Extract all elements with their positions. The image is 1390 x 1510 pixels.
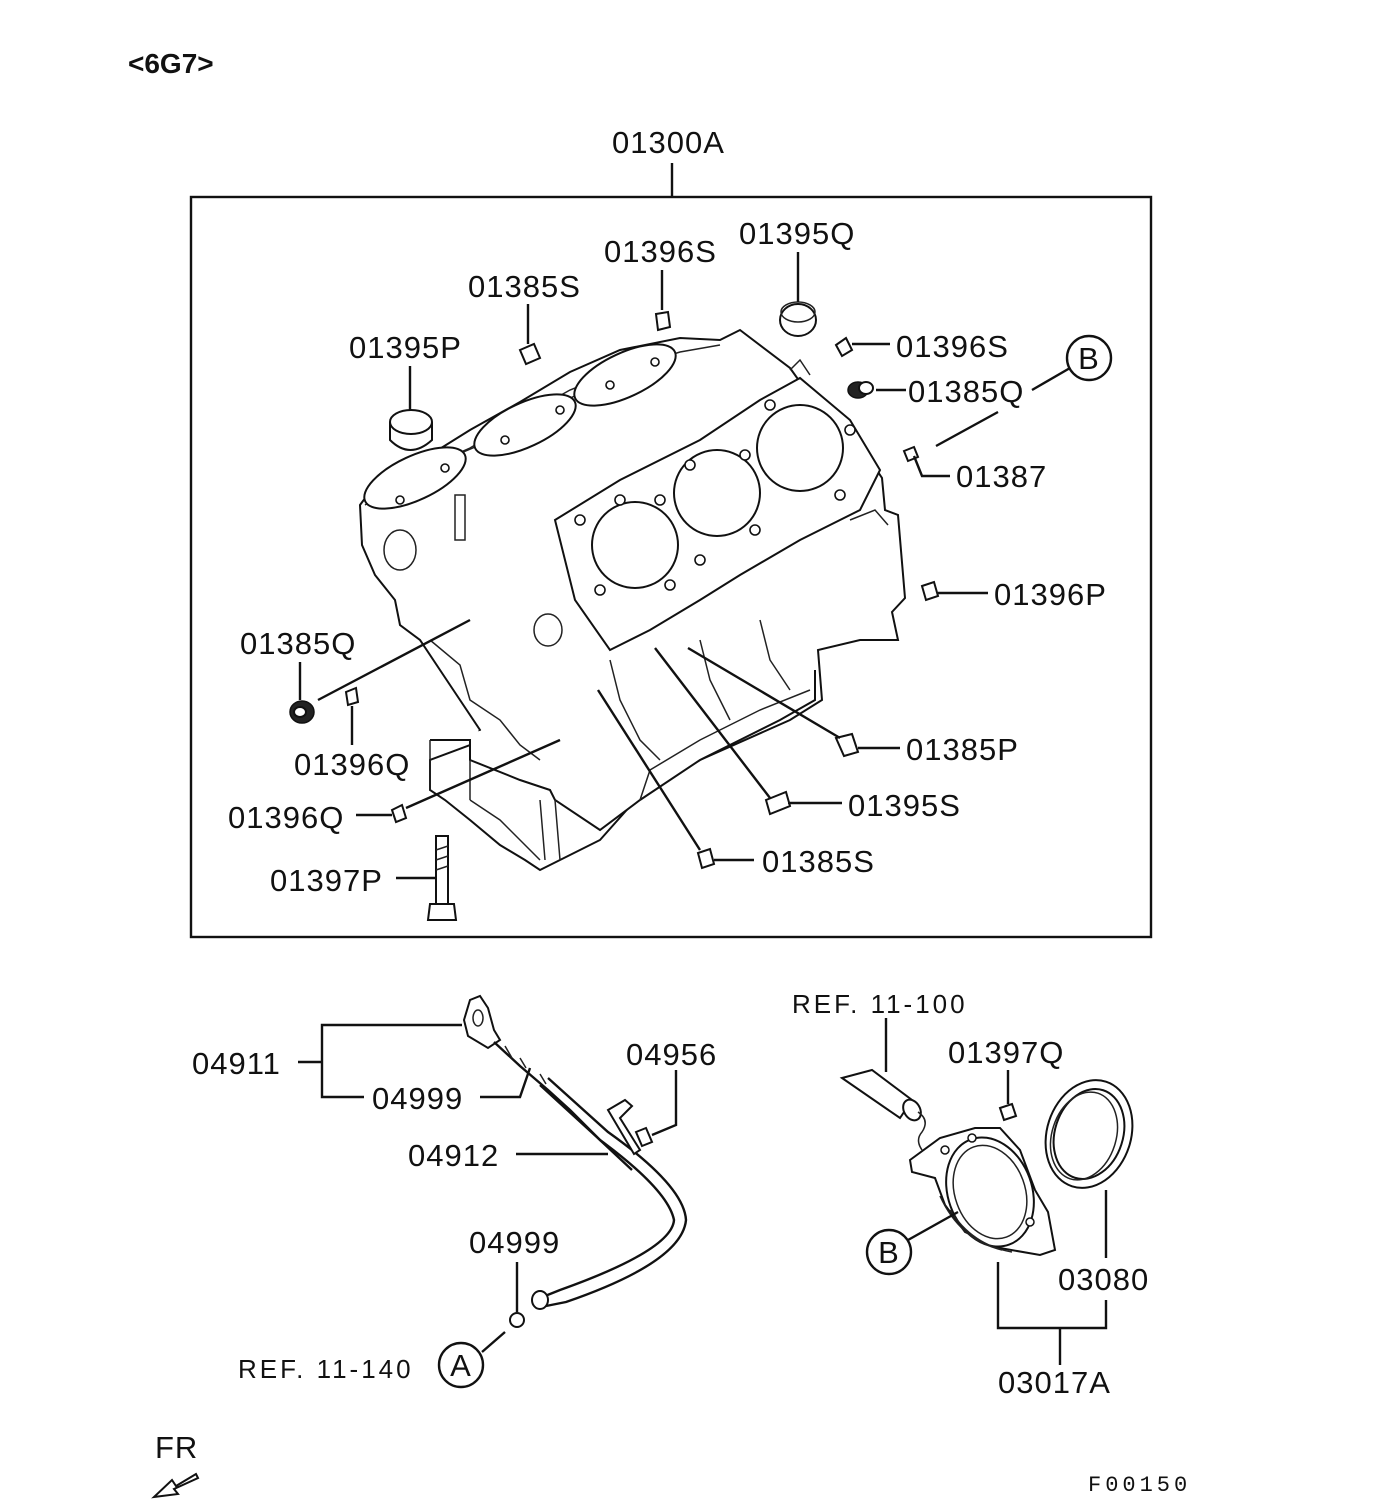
label-01397Q[interactable]: 01397Q bbox=[948, 1035, 1064, 1070]
engine-code: <6G7> bbox=[128, 48, 214, 79]
ref-11-140[interactable]: REF. 11-140 bbox=[238, 1354, 414, 1384]
label-01396S-top[interactable]: 01396S bbox=[604, 234, 717, 269]
callout-b-top-letter: B bbox=[1078, 341, 1100, 376]
label-01300A[interactable]: 01300A bbox=[612, 125, 725, 160]
callout-a-letter: A bbox=[450, 1348, 472, 1383]
label-01396S-right[interactable]: 01396S bbox=[896, 329, 1009, 364]
oil-level-gauge-drawing bbox=[462, 994, 688, 1328]
label-04999-top[interactable]: 04999 bbox=[372, 1081, 463, 1116]
plug-01385S-top bbox=[518, 342, 542, 366]
plug-01385Q-left bbox=[289, 700, 315, 724]
plug-01385Q-right bbox=[847, 381, 874, 399]
label-01385P[interactable]: 01385P bbox=[906, 732, 1019, 767]
plug-01396P bbox=[920, 580, 940, 602]
plug-01396Q-b bbox=[390, 803, 408, 824]
arrow-down-left-icon bbox=[151, 1472, 200, 1499]
cylinder-block-drawing bbox=[358, 328, 907, 872]
label-01396Q-a[interactable]: 01396Q bbox=[294, 747, 410, 782]
ref-11-100[interactable]: REF. 11-100 bbox=[792, 989, 968, 1019]
label-03080[interactable]: 03080 bbox=[1058, 1262, 1149, 1297]
label-01385S-top[interactable]: 01385S bbox=[468, 269, 581, 304]
fr-label: FR bbox=[155, 1430, 198, 1465]
plug-01385S-bottom bbox=[696, 847, 716, 870]
oil-seal-case-drawing bbox=[839, 1068, 1134, 1257]
label-01396Q-b[interactable]: 01396Q bbox=[228, 800, 344, 835]
callout-b-top[interactable]: B bbox=[1065, 334, 1113, 382]
label-04911[interactable]: 04911 bbox=[192, 1046, 281, 1081]
label-03017A[interactable]: 03017A bbox=[998, 1365, 1111, 1400]
callout-a[interactable]: A bbox=[437, 1341, 485, 1389]
plug-01396S-right bbox=[834, 336, 854, 358]
cap-plug-01395Q bbox=[779, 301, 817, 337]
label-01385S-bottom[interactable]: 01385S bbox=[762, 844, 875, 879]
label-04912[interactable]: 04912 bbox=[408, 1138, 499, 1173]
label-01387[interactable]: 01387 bbox=[956, 459, 1047, 494]
plug-01395S bbox=[764, 790, 792, 816]
plug-01396S-top bbox=[654, 310, 672, 332]
label-04956[interactable]: 04956 bbox=[626, 1037, 717, 1072]
bolt-01397P bbox=[426, 835, 458, 921]
label-01396P[interactable]: 01396P bbox=[994, 577, 1107, 612]
label-01395P[interactable]: 01395P bbox=[349, 330, 462, 365]
label-01385Q-right[interactable]: 01385Q bbox=[908, 374, 1024, 409]
plug-01385P bbox=[834, 732, 860, 758]
label-04999-bottom[interactable]: 04999 bbox=[469, 1225, 560, 1260]
label-01395S[interactable]: 01395S bbox=[848, 788, 961, 823]
label-01395Q[interactable]: 01395Q bbox=[739, 216, 855, 251]
callout-b-bottom-letter: B bbox=[878, 1235, 900, 1270]
figure-code: F00150 bbox=[1088, 1473, 1191, 1498]
plug-01396Q-a bbox=[344, 686, 360, 707]
label-01385Q-left[interactable]: 01385Q bbox=[240, 626, 356, 661]
callout-b-bottom[interactable]: B bbox=[865, 1228, 913, 1276]
label-01397P[interactable]: 01397P bbox=[270, 863, 383, 898]
assembly-box bbox=[189, 195, 1153, 939]
cap-plug-01395P bbox=[389, 409, 433, 451]
